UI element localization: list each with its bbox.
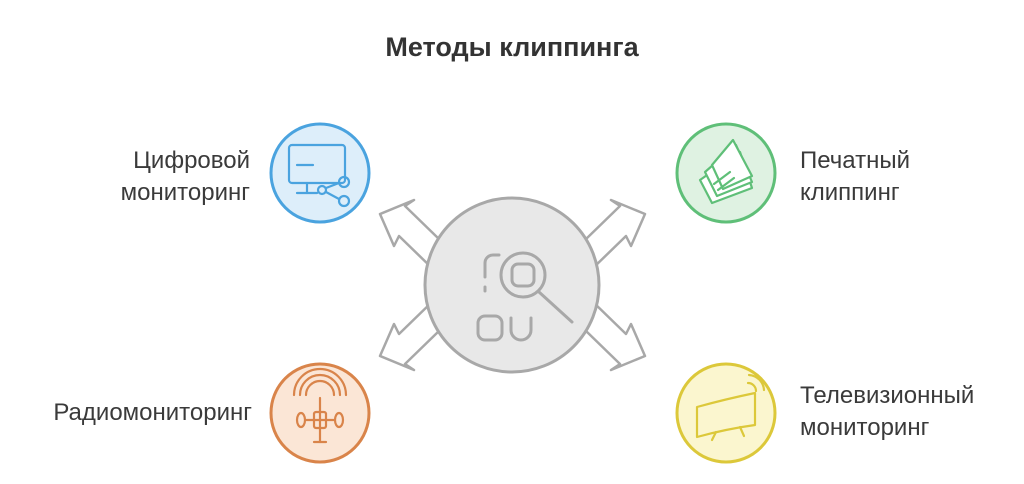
print-clipping-node [675, 122, 777, 224]
diagram-title: Методы клиппинга [385, 32, 639, 62]
label-radio-monitoring: Радиомониторинг [0, 397, 252, 429]
label-line: мониторинг [120, 179, 250, 206]
printed-papers-icon [698, 138, 754, 205]
label-line: Цифровой [133, 147, 250, 174]
tv-signal-icon [695, 373, 766, 442]
label-line: Радиомониторинг [53, 399, 252, 426]
center-hub [423, 196, 601, 374]
monitor-share-icon [287, 143, 351, 208]
label-line: Печатный [800, 147, 911, 174]
label-line: мониторинг [800, 414, 930, 441]
label-line: клиппинг [800, 179, 900, 206]
label-line: Телевизионный [800, 382, 975, 409]
label-tv-monitoring: Телевизионный мониторинг [800, 380, 1020, 444]
search-apps-icon [476, 251, 574, 342]
radio-tower-icon [292, 367, 348, 444]
label-digital-monitoring: Цифровой мониторинг [60, 145, 250, 209]
label-print-clipping: Печатный клиппинг [800, 145, 1000, 209]
tv-monitoring-node [675, 362, 777, 464]
digital-monitoring-node [269, 122, 371, 224]
radio-monitoring-node [269, 362, 371, 464]
